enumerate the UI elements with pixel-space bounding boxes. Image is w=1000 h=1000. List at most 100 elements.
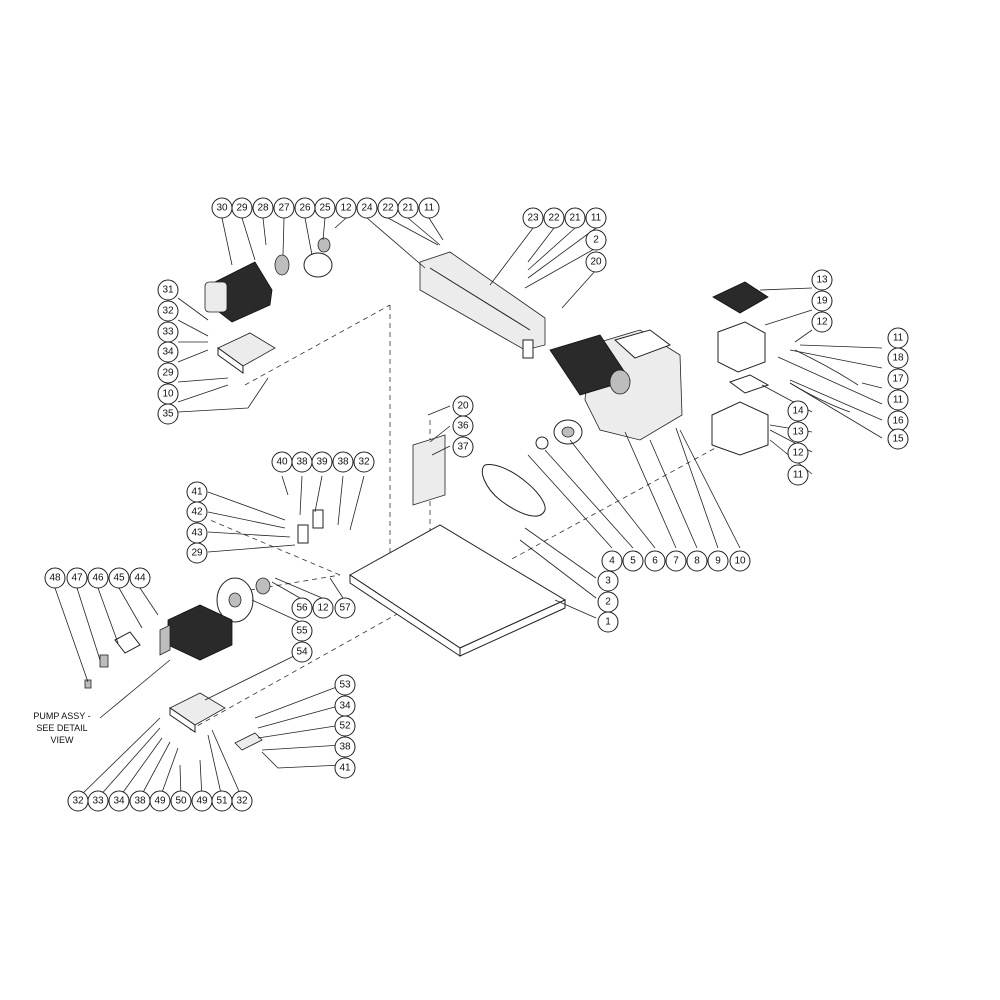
callout: 55 (291, 620, 313, 642)
belt-guard (419, 251, 546, 359)
callout: 56 (291, 597, 313, 619)
svg-text:33: 33 (92, 796, 104, 807)
svg-text:49: 49 (196, 796, 208, 807)
pump (84, 604, 233, 689)
callout: 20 (452, 395, 474, 417)
svg-text:11: 11 (793, 470, 804, 481)
svg-text:19: 19 (816, 296, 828, 307)
callout: 29 (231, 197, 253, 219)
callout: 15 (887, 428, 909, 450)
svg-text:44: 44 (134, 573, 146, 584)
svg-text:38: 38 (296, 457, 308, 468)
svg-text:39: 39 (316, 457, 328, 468)
callout: 21 (564, 207, 586, 229)
svg-text:37: 37 (457, 442, 469, 453)
callout: 7 (665, 550, 687, 572)
callout: 33 (157, 321, 179, 343)
svg-text:18: 18 (892, 353, 904, 364)
callout: 22 (377, 197, 399, 219)
svg-text:41: 41 (339, 763, 351, 774)
callout: 13 (787, 421, 809, 443)
callout: 14 (787, 400, 809, 422)
callout: 9 (707, 550, 729, 572)
svg-text:4: 4 (609, 556, 615, 567)
svg-text:11: 11 (424, 203, 435, 214)
svg-text:38: 38 (134, 796, 146, 807)
callout: 28 (252, 197, 274, 219)
svg-text:28: 28 (257, 203, 269, 214)
callout: 32 (157, 300, 179, 322)
svg-text:29: 29 (191, 548, 203, 559)
callout: 11 (887, 327, 909, 349)
note-line-1: PUMP ASSY - (33, 711, 90, 721)
svg-text:12: 12 (816, 317, 828, 328)
callout: 12 (335, 197, 357, 219)
note-line-3: VIEW (50, 735, 74, 745)
callout: 10 (729, 550, 751, 572)
svg-text:38: 38 (339, 742, 351, 753)
callout: 2 (585, 229, 607, 251)
leader-lines (54, 217, 883, 799)
svg-text:55: 55 (296, 626, 308, 637)
callout: 12 (811, 311, 833, 333)
callout: 57 (334, 597, 356, 619)
small-brackets (297, 509, 324, 544)
svg-text:30: 30 (216, 203, 228, 214)
callout: 18 (887, 347, 909, 369)
svg-text:52: 52 (339, 721, 351, 732)
svg-text:40: 40 (276, 457, 288, 468)
callout: 41 (186, 481, 208, 503)
svg-text:48: 48 (49, 573, 61, 584)
svg-text:53: 53 (339, 680, 351, 691)
svg-text:21: 21 (569, 213, 581, 224)
svg-text:13: 13 (816, 275, 828, 286)
svg-text:32: 32 (358, 457, 370, 468)
callout: 35 (157, 403, 179, 425)
callout: 48 (44, 567, 66, 589)
svg-text:16: 16 (892, 416, 904, 427)
callout: 51 (211, 790, 233, 812)
callout: 53 (334, 674, 356, 696)
callout: 23 (522, 207, 544, 229)
pump-pulley (216, 577, 271, 623)
svg-text:11: 11 (591, 213, 602, 224)
svg-text:34: 34 (339, 701, 351, 712)
base-plate (349, 524, 567, 657)
callout: 11 (787, 464, 809, 486)
svg-text:22: 22 (548, 213, 560, 224)
callout: 34 (157, 341, 179, 363)
engine-pulleys (535, 419, 583, 450)
svg-text:26: 26 (299, 203, 311, 214)
svg-text:23: 23 (527, 213, 539, 224)
callout: 21 (397, 197, 419, 219)
callout: 41 (334, 757, 356, 779)
callout: 39 (311, 451, 333, 473)
callout: 50 (170, 790, 192, 812)
callout: 20 (585, 251, 607, 273)
clutch-assembly (204, 237, 333, 323)
svg-text:20: 20 (457, 401, 469, 412)
callout: 49 (191, 790, 213, 812)
svg-text:15: 15 (892, 434, 904, 445)
svg-text:5: 5 (630, 556, 636, 567)
svg-text:11: 11 (893, 395, 904, 406)
svg-text:12: 12 (792, 448, 804, 459)
callout: 43 (186, 522, 208, 544)
callout: 44 (129, 567, 151, 589)
callout: 32 (67, 790, 89, 812)
svg-text:42: 42 (191, 507, 203, 518)
callout: 1 (597, 611, 619, 633)
callout: 2 (597, 591, 619, 613)
callout: 32 (231, 790, 253, 812)
callout: 45 (108, 567, 130, 589)
callout: 49 (149, 790, 171, 812)
svg-text:41: 41 (191, 487, 203, 498)
svg-text:12: 12 (340, 203, 352, 214)
callout: 3 (597, 570, 619, 592)
svg-text:32: 32 (162, 306, 174, 317)
callout: 29 (186, 542, 208, 564)
callout: 29 (157, 362, 179, 384)
svg-text:17: 17 (892, 374, 904, 385)
callout: 54 (291, 641, 313, 663)
